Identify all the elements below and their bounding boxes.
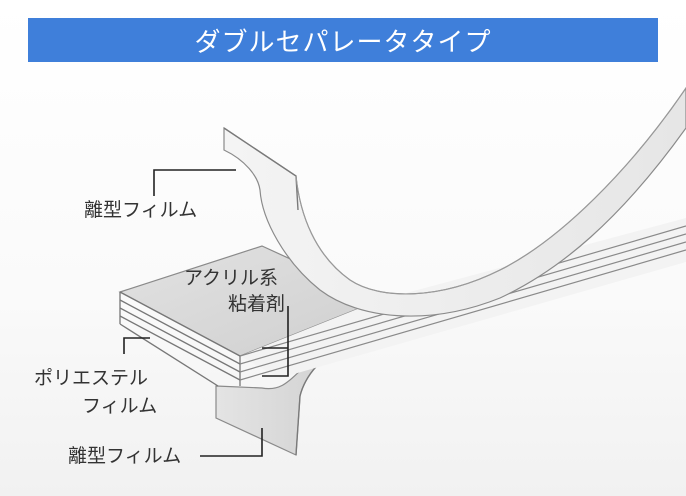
header-bar: ダブルセパレータタイプ xyxy=(28,18,658,62)
leader-acrylic xyxy=(262,306,289,377)
layer-front-3 xyxy=(119,307,241,373)
diagram-title: ダブルセパレータタイプ xyxy=(194,27,492,58)
label-acrylic-line1: アクリル系 xyxy=(184,267,279,289)
layer-front-5 xyxy=(119,323,219,387)
layer-front-2 xyxy=(119,299,241,365)
leader-polyester xyxy=(123,337,150,354)
label-acrylic-line2: 粘着剤 xyxy=(228,293,286,315)
layer-front-1 xyxy=(119,291,241,357)
layer-back-4 xyxy=(239,249,686,381)
layer-front-4 xyxy=(119,315,241,381)
label-polyester-line2: フィルム xyxy=(82,395,158,417)
leader-bottom-release xyxy=(200,428,263,457)
label-release-film-top: 離型フィルム xyxy=(84,199,198,221)
label-release-film-bottom: 離型フィルム xyxy=(68,445,182,467)
label-polyester-line1: ポリエステル xyxy=(34,367,149,389)
top-film-inner-line xyxy=(295,87,686,295)
leader-top-release xyxy=(153,169,236,196)
